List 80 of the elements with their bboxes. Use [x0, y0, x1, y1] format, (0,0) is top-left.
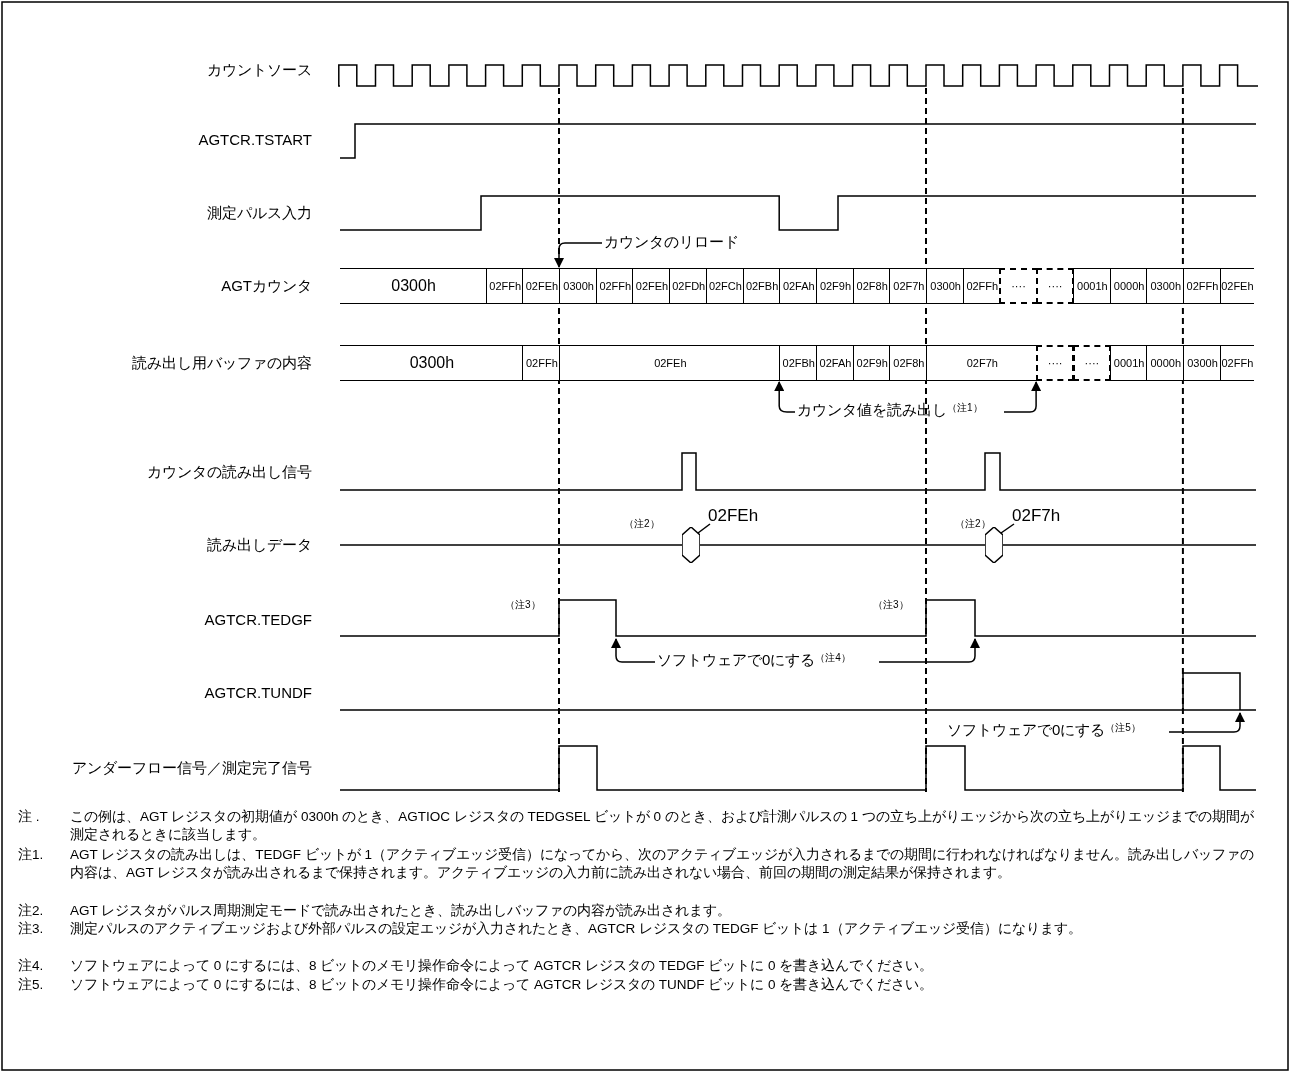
leader-arrow [878, 638, 980, 663]
bus-value: 0300h [340, 268, 488, 304]
data-valid-hexagon [682, 527, 700, 563]
signal-name: 読み出しデータ [206, 536, 312, 555]
note-text: この例は、AGT レジスタの初期値が 0300h のとき、AGTIOC レジスタの TEDGSEL ビットが 0 のとき、および計測パルスの 1 つの立ち上がりエッジから次の立ち上がりエッジまでの期間が測定されるときに該当します。 [70, 808, 1255, 844]
bus-value: ···· [1072, 345, 1111, 381]
bus-value: 02FDh [669, 268, 708, 304]
bus-value: 02FFh [1182, 268, 1222, 304]
bus-value: 0300h [1146, 268, 1185, 304]
bus-value: 02FEh [559, 345, 781, 381]
note-reference: （注3） [505, 598, 541, 612]
callout-text: ソフトウェアで0にする [657, 651, 816, 668]
bus-value: ···· [999, 268, 1038, 304]
signal-name: 測定パルス入力 [206, 204, 312, 223]
bus-value: 0300h [340, 345, 524, 381]
leader-arrow [1168, 712, 1245, 733]
signal-name: アンダーフロー信号／測定完了信号 [71, 759, 312, 778]
bus-value: 02FAh [815, 345, 855, 381]
leader-arrow [554, 242, 603, 268]
callout-text: カウンタのリロード [604, 233, 754, 253]
bus-value: 0001h [1072, 268, 1111, 304]
bus-value: 02FEh [522, 268, 561, 304]
bus-value: 02FBh [742, 268, 781, 304]
data-valid-hexagon [985, 527, 1003, 563]
note-number: 注4. [18, 957, 44, 975]
bus-value: 02FFh [962, 268, 1001, 304]
bus-value: 02F8h [852, 268, 891, 304]
bus-value: 02FCh [705, 268, 744, 304]
bus-value: 02FBh [779, 345, 818, 381]
note-text: AGT レジスタがパルス周期測定モードで読み出されたとき、読み出しバッファの内容が読み出されます。 [70, 902, 733, 920]
bus-value: 02FEh [1219, 268, 1255, 304]
bus-value: ···· [1036, 345, 1075, 381]
bus-value: 0001h [1109, 345, 1148, 381]
note-number: 注2. [18, 902, 44, 920]
bus-value: 02F8h [889, 345, 928, 381]
note-reference: （注2） [955, 517, 991, 531]
bus-value: 0300h [559, 268, 598, 304]
signal-name: カウントソース [206, 61, 312, 80]
bus-value: 02F7h [889, 268, 928, 304]
value-label: 02F7h [1012, 506, 1062, 526]
leader-arrow [1003, 381, 1042, 413]
note-text: ソフトウェアによって 0 にするには、8 ビットのメモリ操作命令によって AGTCR レジスタの TUNDF ビットに 0 を書き込んでください。 [70, 976, 935, 994]
bus-value: 0000h [1146, 345, 1185, 381]
note-reference: （注3） [873, 598, 909, 612]
bus-value: 02FFh [1219, 345, 1255, 381]
bus-value: 02FFh [485, 268, 524, 304]
signal-name: AGTCR.TSTART [197, 131, 312, 148]
note-number: 注 . [18, 808, 40, 826]
leader-line [1000, 523, 1015, 534]
bus-value: 0000h [1109, 268, 1148, 304]
bus-value: 0300h [926, 268, 965, 304]
signal-name: AGTCR.TUNDF [203, 684, 312, 701]
bus-value: 02F9h [852, 345, 891, 381]
signal-name: AGTCR.TEDGF [203, 611, 312, 628]
bus-value: 02FFh [522, 345, 561, 381]
bus-value: 02FFh [595, 268, 634, 304]
note-reference: （注5） [1105, 722, 1141, 733]
note-text: 測定パルスのアクティブエッジおよび外部パルスの設定エッジが入力されたとき、AGTCR レジスタの TEDGF ビットは 1（アクティブエッジ受信）になります。 [70, 920, 1083, 938]
note-number: 注3. [18, 920, 44, 938]
value-label: 02FEh [708, 506, 758, 526]
signal-name: AGTカウンタ [220, 277, 312, 296]
leader-line [697, 523, 711, 534]
bus-value: 02F7h [926, 345, 1038, 381]
signal-name: カウンタの読み出し信号 [146, 463, 312, 482]
note-text: AGT レジスタの読み出しは、TEDGF ビットが 1（アクティブエッジ受信）になってから、次のアクティブエッジが入力されるまでの期間に行われなければなりません。読み出しバッファの内容は、AGT レジスタが読み出されるまで保持されます。アクティブエッジの入力前に読み出されない場合、前回の期間の測定結果が保持されます。 [70, 846, 1255, 882]
bus-value: 02FEh [632, 268, 671, 304]
bus-value: ···· [1036, 268, 1075, 304]
bus-value: 02F9h [815, 268, 855, 304]
note-number: 注1. [18, 846, 44, 864]
callout-text: カウンタ値を読み出し [797, 401, 947, 418]
note-reference: （注2） [624, 517, 660, 531]
note-reference: （注4） [815, 652, 851, 663]
callout-text: ソフトウェアで0にする [947, 721, 1106, 738]
note-reference: （注1） [947, 402, 983, 413]
signal-name: 読み出し用バッファの内容 [131, 354, 312, 373]
bus-value: 02FAh [779, 268, 818, 304]
note-text: ソフトウェアによって 0 にするには、8 ビットのメモリ操作命令によって AGTCR レジスタの TEDGF ビットに 0 を書き込んでください。 [70, 957, 935, 975]
note-number: 注5. [18, 976, 44, 994]
bus-value: 0300h [1182, 345, 1222, 381]
leader-arrow [611, 638, 656, 663]
